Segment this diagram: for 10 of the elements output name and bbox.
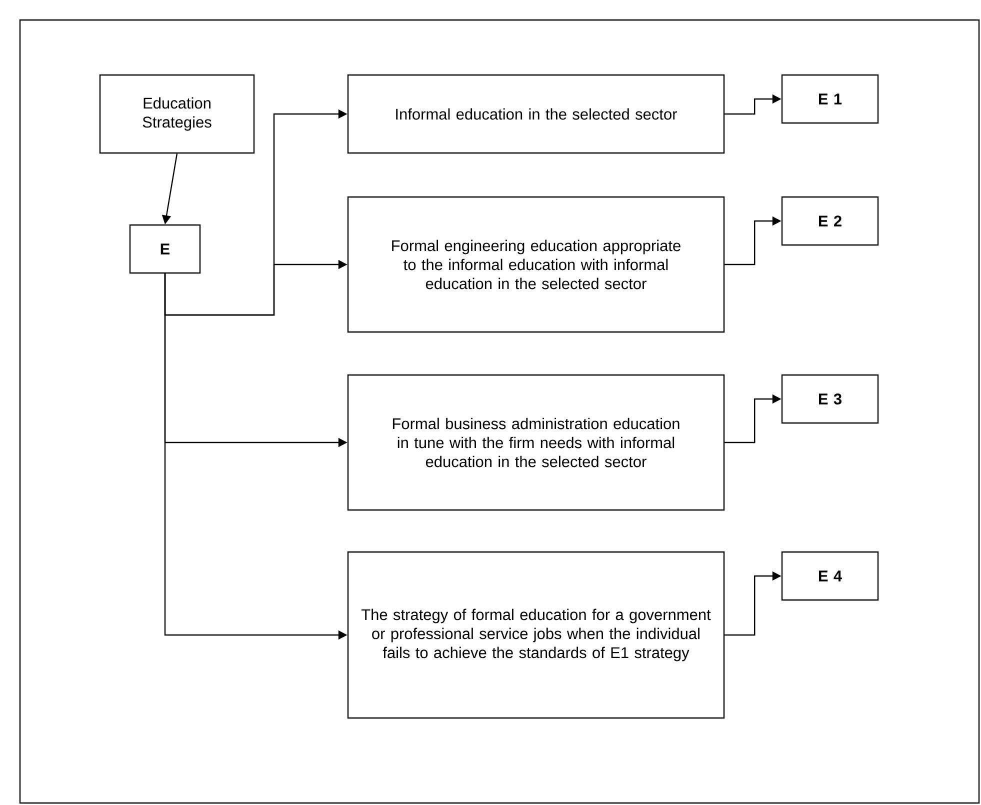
process-box: The strategy of formal education for a government or professional service jobs when the individual fails to achieve the standards of E1 strategy <box>347 551 725 719</box>
label-box: E 4 <box>781 551 879 601</box>
label-box: E 3 <box>781 374 879 424</box>
process-box: Formal engineering education appropriate to the informal education with informal education in the selected sector <box>347 196 725 333</box>
process-box: Education Strategies <box>99 74 255 154</box>
process-box: Informal education in the selected sector <box>347 74 725 154</box>
label-box: E 1 <box>781 74 879 124</box>
label-box: E <box>129 224 201 274</box>
process-box: Formal business administration education in tune with the firm needs with informal education in the selected sector <box>347 374 725 511</box>
label-box: E 2 <box>781 196 879 246</box>
